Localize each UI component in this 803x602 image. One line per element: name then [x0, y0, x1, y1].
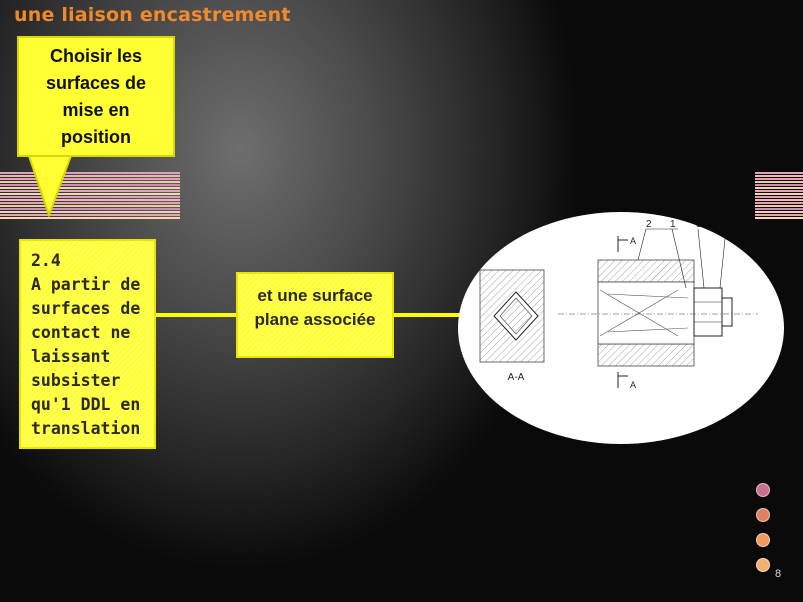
technical-drawing-frame: A-A A 2 1 3 4 — [458, 212, 784, 444]
plane-line-1: et une surface — [257, 286, 373, 305]
callout-line-2: surfaces de — [45, 72, 147, 93]
step-line-2: surfaces de — [31, 299, 141, 318]
step-line-1: A partir de — [31, 275, 141, 294]
dot-4 — [756, 558, 770, 572]
step-line-6: qu'1 DDL en — [31, 395, 141, 414]
plane-line-2: plane associée — [254, 310, 376, 329]
step-line-4: laissant — [31, 347, 111, 366]
part-number-4: 4 — [724, 219, 730, 230]
part-number-3: 3 — [696, 219, 702, 230]
callout-line-1: Choisir les — [49, 45, 143, 66]
dot-2 — [756, 508, 770, 522]
step-line-5: subsister — [31, 371, 121, 390]
page-number: 8 — [775, 568, 782, 580]
callout-line-4: position — [61, 126, 131, 147]
step-line-7: translation — [31, 419, 141, 438]
connector-left — [156, 313, 236, 317]
step-number: 2.4 — [31, 251, 61, 270]
plane-surface-box: et une surface plane associée — [236, 272, 394, 358]
cut-label-top: A — [630, 236, 636, 246]
technical-drawing: A-A A 2 1 3 4 — [479, 219, 758, 390]
step-line-3: contact ne — [31, 323, 131, 342]
page-title: une liaison encastrement — [14, 4, 291, 26]
stripe-band-right — [755, 172, 803, 222]
side-view: A 2 1 3 4 A — [558, 219, 758, 390]
connector-right — [394, 313, 460, 317]
dot-3 — [756, 533, 770, 547]
part-number-2: 2 — [646, 219, 652, 230]
stripe-band-left — [0, 172, 180, 222]
callout-line-3: mise en — [62, 99, 130, 120]
dot-1 — [756, 483, 770, 497]
cut-label-bottom: A — [630, 380, 636, 390]
callout-choose-surfaces: Choisir les surfaces de mise en position — [17, 36, 175, 157]
step-box-2-4: 2.4 A partir de surfaces de contact ne l… — [19, 239, 156, 449]
section-view-a-a: A-A — [479, 269, 545, 383]
section-label: A-A — [508, 372, 525, 383]
part-number-1: 1 — [670, 219, 676, 230]
